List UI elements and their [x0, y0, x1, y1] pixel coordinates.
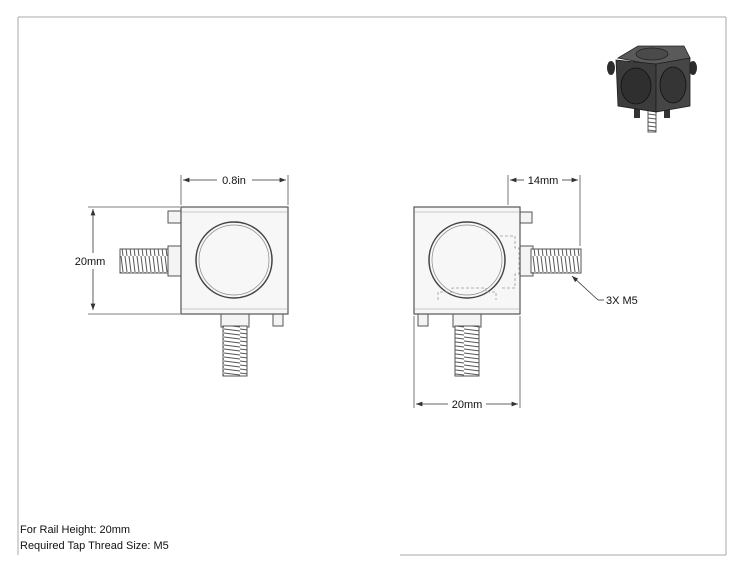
dim-left-width: 0.8in: [180, 175, 289, 205]
dim-label-bottom-width: 20mm: [452, 399, 483, 411]
thread-callout: 3X M5: [571, 275, 638, 307]
dim-left-height: 20mm: [70, 206, 180, 315]
left-thread-stud: [119, 245, 183, 277]
isometric-view: [607, 45, 697, 133]
front-view: [119, 206, 289, 377]
bottom-thread-stud: [220, 312, 250, 377]
side-view: [413, 206, 582, 377]
face-recess-side: [428, 221, 506, 299]
right-thread-stud: [518, 245, 582, 277]
dim-label-height: 20mm: [75, 256, 106, 268]
drawing-notes: For Rail Height: 20mm Required Tap Threa…: [20, 523, 169, 554]
dim-label-offset: 14mm: [528, 175, 559, 187]
dim-right-width: 20mm: [413, 316, 521, 411]
dim-right-offset: 14mm: [507, 175, 581, 246]
sheet-border: [17, 16, 727, 556]
bottom-thread-stud-side: [452, 312, 482, 377]
callout-label: 3X M5: [606, 295, 638, 307]
dim-label-width: 0.8in: [222, 175, 246, 187]
note-tap-thread: Required Tap Thread Size: M5: [20, 539, 169, 552]
note-rail-height: For Rail Height: 20mm: [20, 524, 131, 536]
face-recess: [195, 221, 273, 299]
